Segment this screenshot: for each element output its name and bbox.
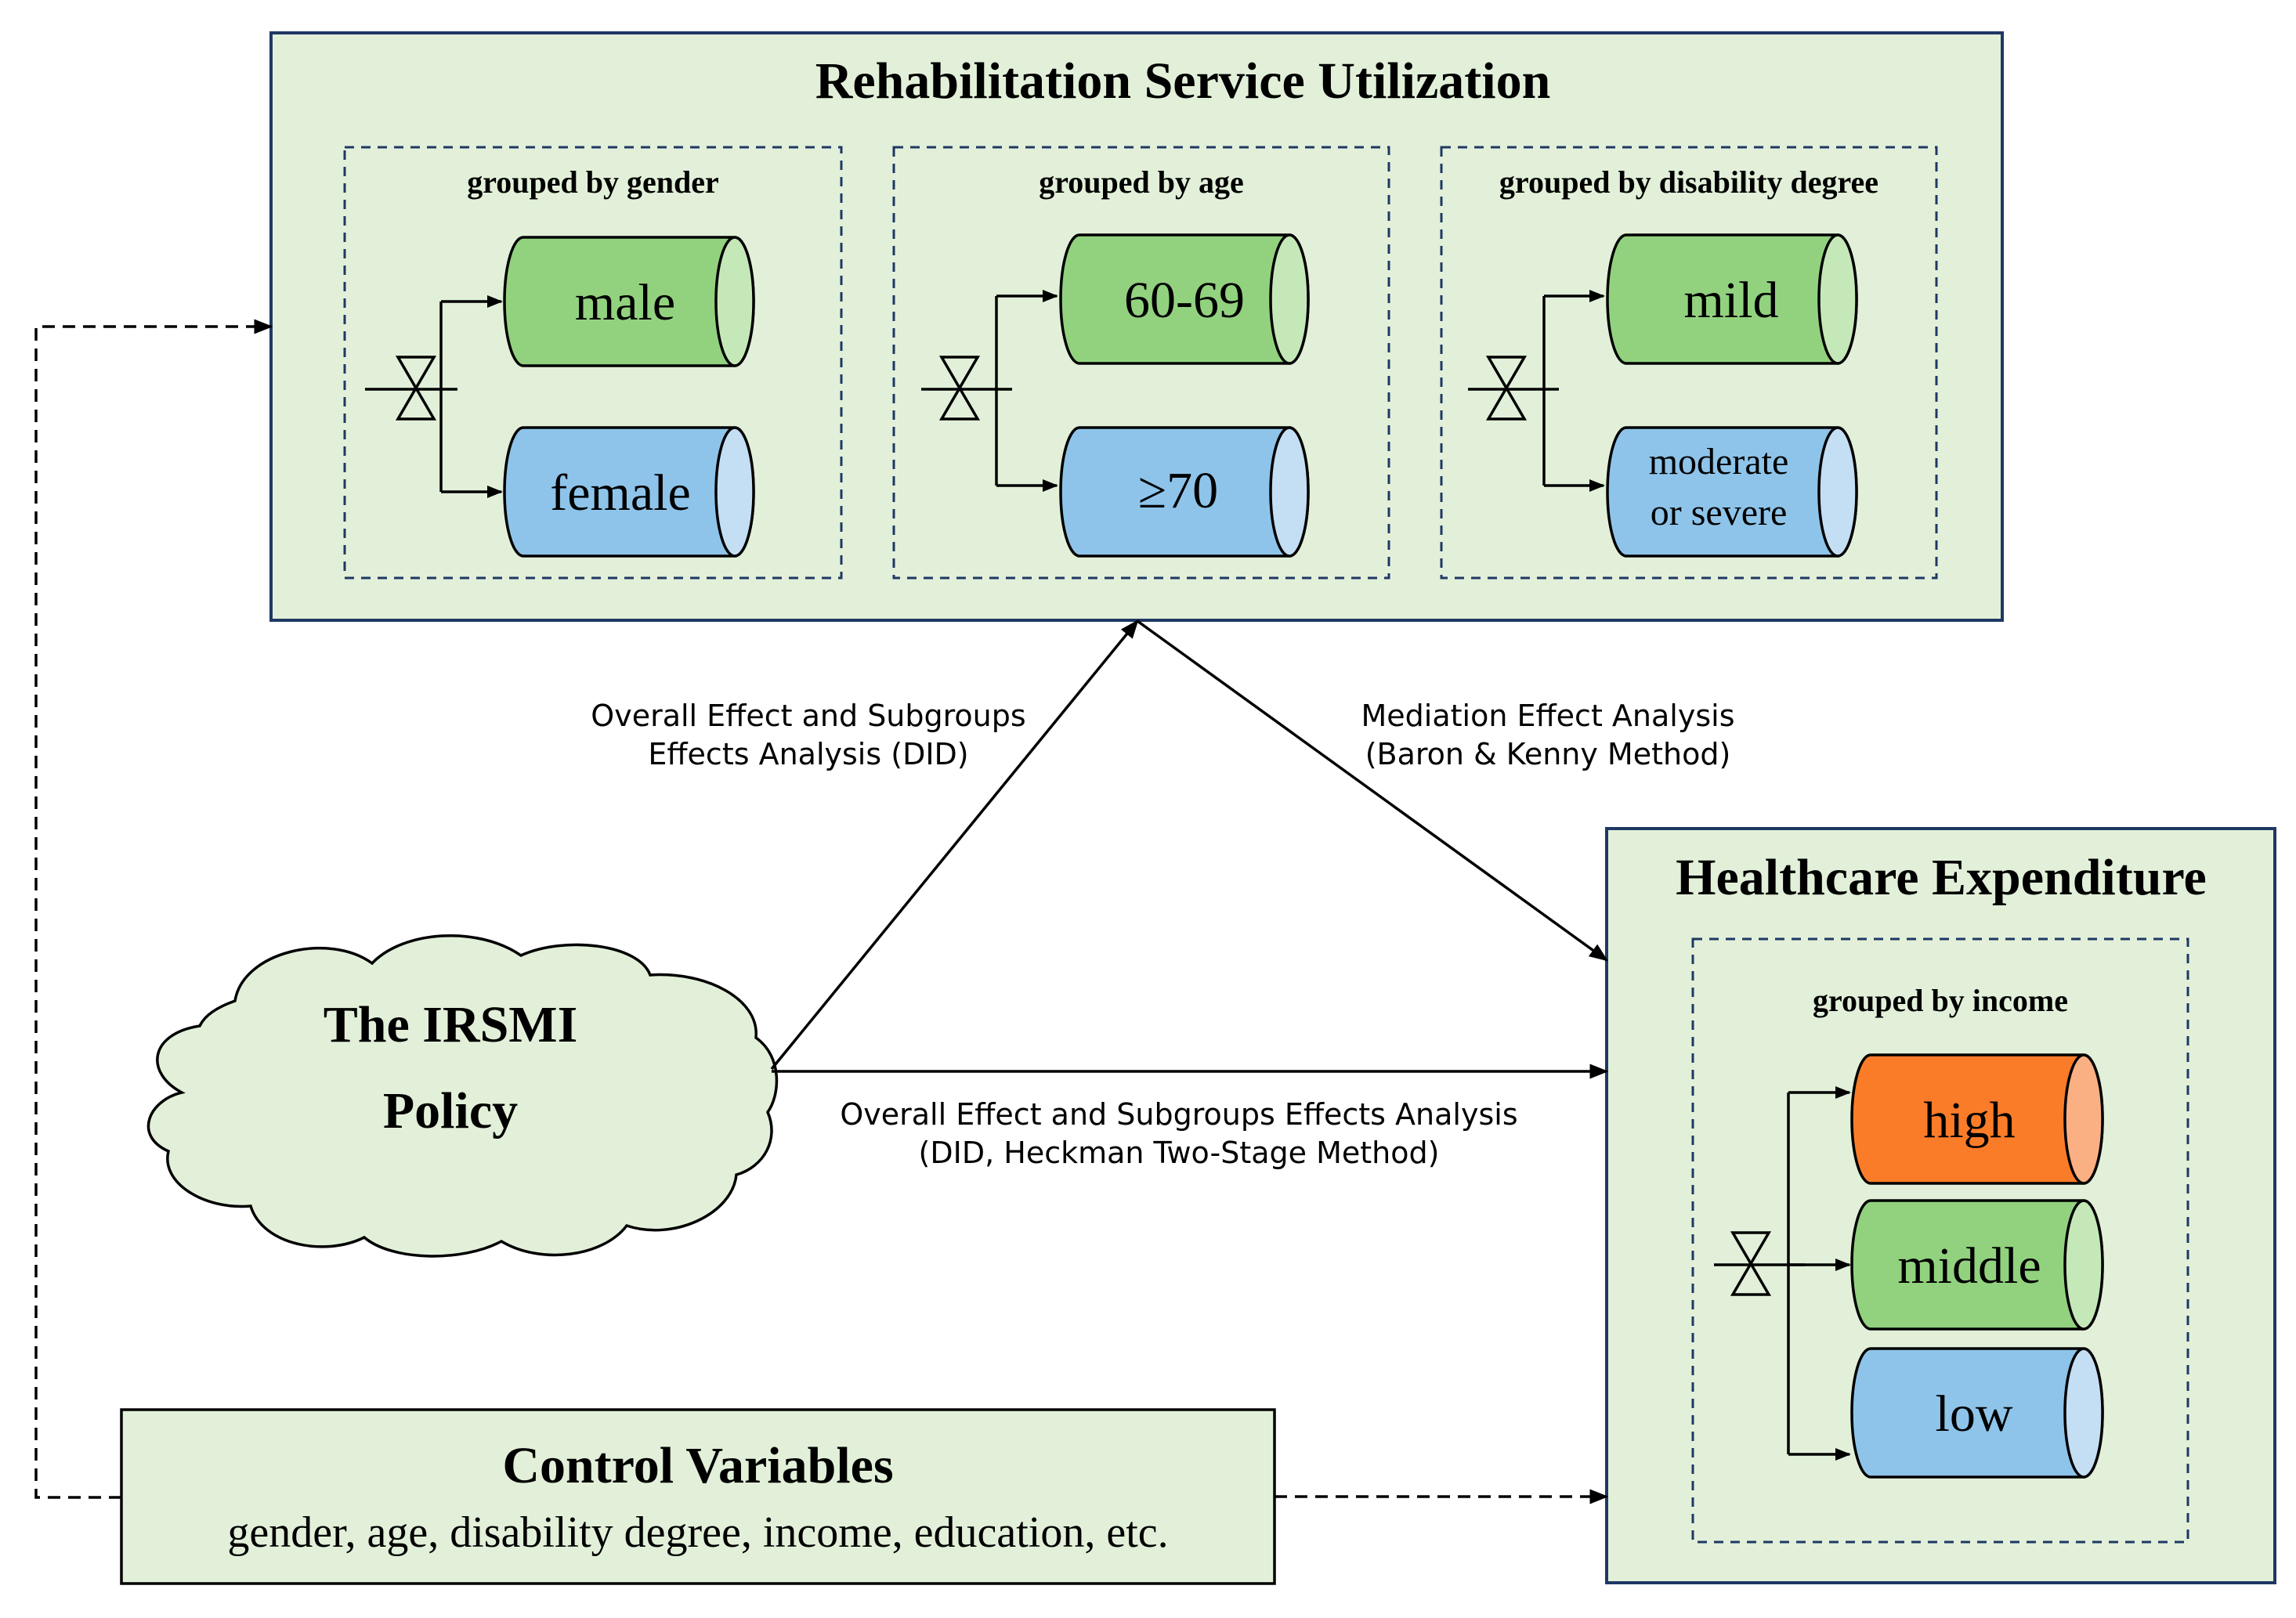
label-moderate: moderate [1649, 441, 1789, 482]
label-high: high [1923, 1092, 2015, 1149]
label-middle: middle [1897, 1237, 2041, 1295]
label-70-plus: ≥70 [1138, 462, 1218, 519]
group-disability-title: grouped by disability degree [1499, 164, 1878, 200]
control-title: Control Variables [502, 1437, 893, 1494]
label-policy-health-1: Overall Effect and Subgroups Effects Ana… [840, 1097, 1517, 1132]
health-panel-title: Healthcare Expenditure [1676, 849, 2207, 906]
label-policy-rehab-2: Effects Analysis (DID) [648, 737, 968, 771]
label-rehab-health-1: Mediation Effect Analysis [1361, 699, 1734, 733]
health-panel: Healthcare Expenditure grouped by income… [1605, 827, 2276, 1584]
group-gender: grouped by gender male female [343, 146, 843, 580]
label-male: male [575, 274, 675, 331]
label-or-severe: or severe [1651, 492, 1788, 533]
group-age-title: grouped by age [1039, 164, 1244, 200]
arrow-rehab-to-health [1136, 619, 1608, 962]
group-gender-title: grouped by gender [467, 164, 719, 200]
cylinder-middle: middle [1850, 1199, 2104, 1331]
group-age: grouped by age 60-69 ≥70 [892, 146, 1390, 580]
splitter-disability [1468, 290, 1605, 492]
label-rehab-health-2: (Baron & Kenny Method) [1365, 737, 1731, 771]
label-female: female [550, 464, 691, 522]
policy-cloud: The IRSMI Policy [146, 934, 779, 1258]
splitter-age [921, 290, 1058, 492]
control-subtitle: gender, age, disability degree, income, … [227, 1508, 1168, 1557]
cylinder-70-plus: ≥70 [1059, 426, 1310, 558]
group-income-title: grouped by income [1813, 983, 2068, 1018]
label-60-69: 60-69 [1124, 272, 1245, 329]
group-disability: grouped by disability degree mild modera… [1440, 146, 1938, 580]
cylinder-low: low [1850, 1347, 2104, 1479]
label-policy-rehab-1: Overall Effect and Subgroups [591, 699, 1025, 733]
arrow-policy-to-rehab [770, 619, 1139, 1071]
rehab-panel: Rehabilitation Service Utilization group… [269, 31, 2004, 622]
cylinder-moderate-severe: moderate or severe [1606, 426, 1858, 558]
cylinder-mild: mild [1606, 233, 1858, 365]
arrow-labels: Overall Effect and Subgroups Effects Ana… [591, 699, 1734, 1170]
label-policy-health-2: (DID, Heckman Two-Stage Method) [919, 1136, 1440, 1170]
cylinder-high: high [1850, 1053, 2104, 1185]
label-mild: mild [1683, 272, 1778, 329]
splitter-income [1714, 1086, 1851, 1461]
label-low: low [1936, 1385, 2013, 1443]
cylinder-male: male [503, 236, 755, 367]
cylinder-60-69: 60-69 [1059, 233, 1310, 365]
arrow-control-to-rehab [34, 319, 273, 1499]
rehab-panel-title: Rehabilitation Service Utilization [815, 52, 1551, 110]
policy-line2: Policy [383, 1082, 518, 1139]
splitter-gender [365, 295, 503, 498]
cylinder-female: female [503, 426, 755, 558]
group-income: grouped by income high middle [1691, 937, 2189, 1544]
policy-line1: The IRSMI [324, 996, 578, 1053]
control-panel: Control Variables gender, age, disabilit… [120, 1408, 1276, 1585]
arrows [34, 319, 1609, 1504]
